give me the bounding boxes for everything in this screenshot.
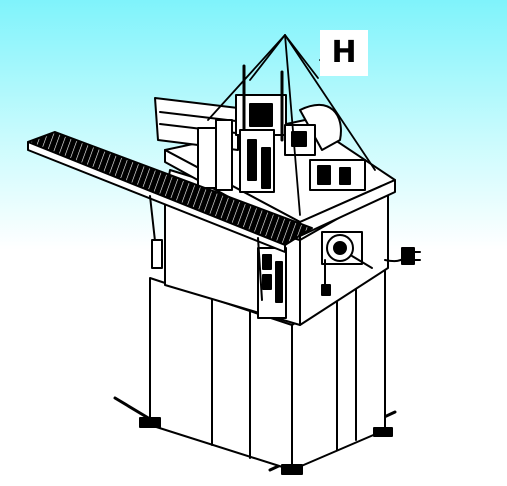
- roller-conveyor: [27, 131, 313, 301]
- cutter-head: [197, 64, 366, 193]
- callout-label-h: H: [320, 30, 368, 76]
- lifting-slings: [207, 34, 376, 216]
- motor-assembly: [321, 231, 373, 296]
- power-cable: [384, 247, 421, 265]
